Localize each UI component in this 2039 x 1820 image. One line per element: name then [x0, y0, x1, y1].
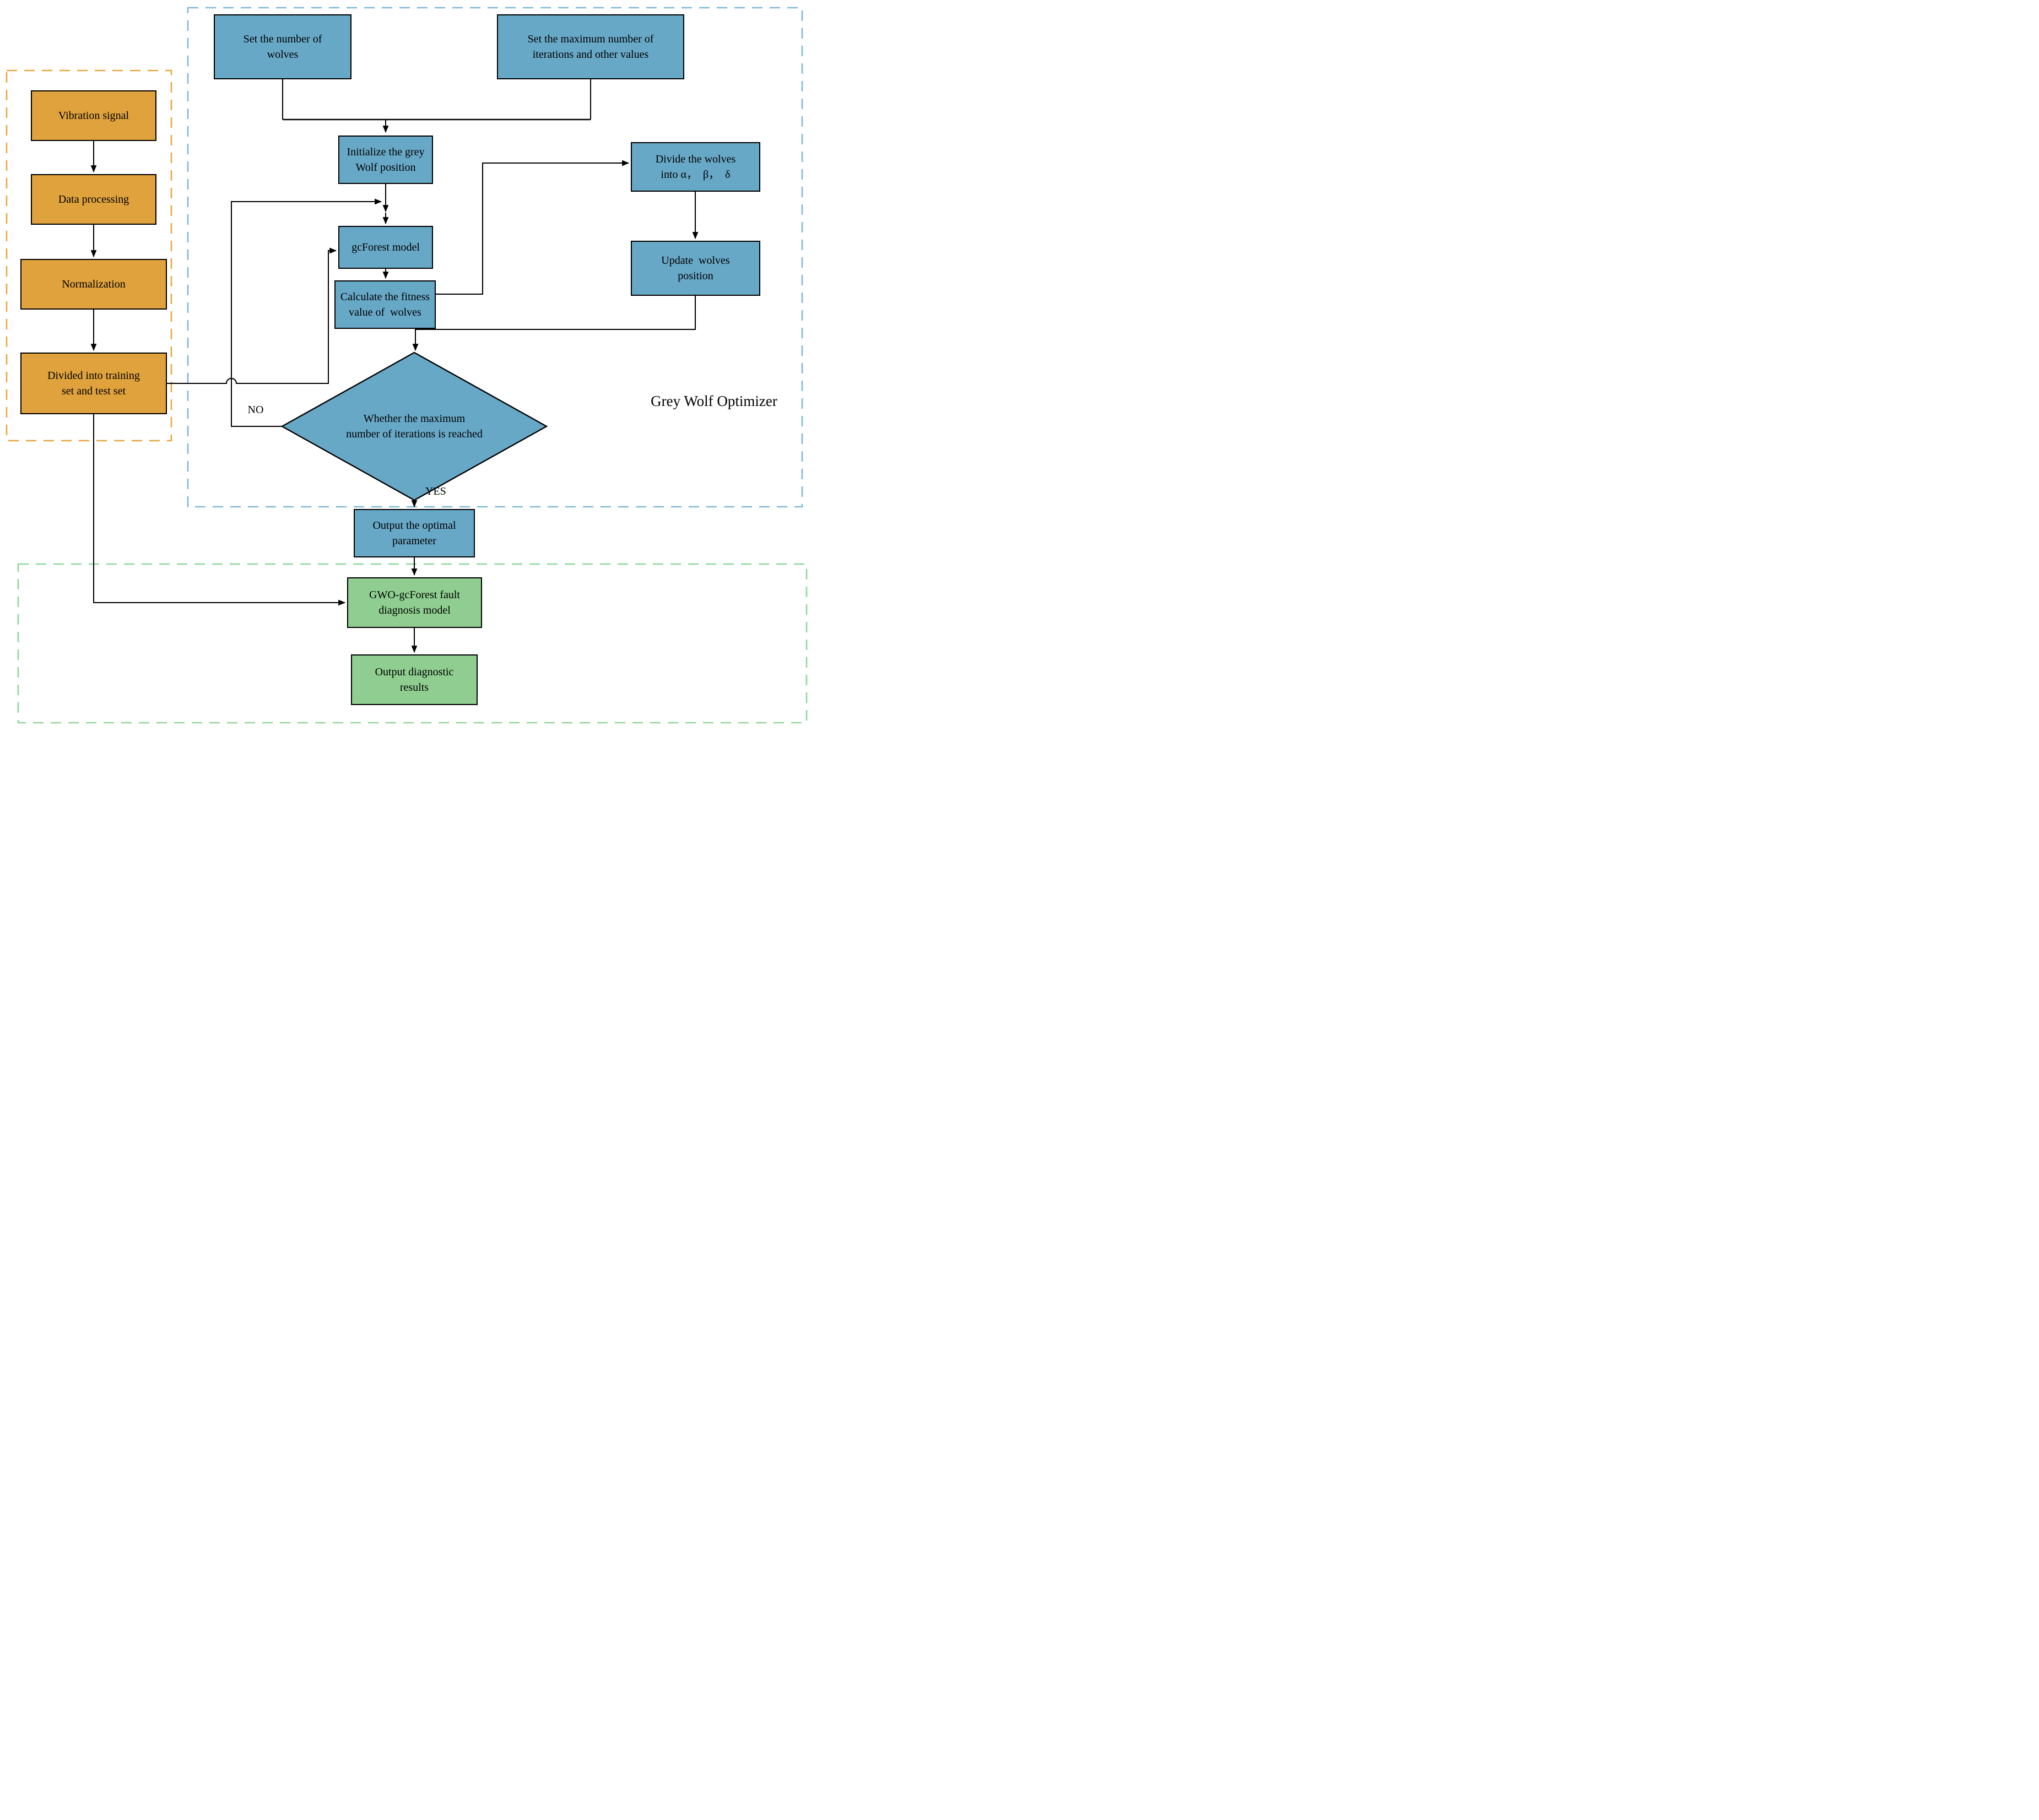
edge-fitness-to-dividewolves — [436, 160, 630, 295]
node-set-max-iterations: Set the maximum number of iterations and… — [497, 14, 684, 79]
flowchart-canvas: Vibration signal Data processing Normali… — [0, 0, 815, 728]
node-set-max-iterations-label: Set the maximum number of iterations and… — [527, 32, 654, 61]
node-output-diagnostic-results: Output diagnostic results — [351, 654, 478, 705]
node-data-processing: Data processing — [31, 174, 156, 225]
node-divided-train-test: Divided into training set and test set — [20, 353, 167, 414]
node-vibration-signal-label: Vibration signal — [58, 109, 129, 122]
node-initialize-wolf-position-label: Initialize the grey Wolf position — [347, 145, 425, 174]
node-decision-max-iterations: Whether the maximum number of iterations… — [298, 396, 531, 457]
grey-wolf-optimizer-region-outline — [187, 7, 803, 508]
node-set-number-of-wolves: Set the number of wolves — [214, 14, 351, 79]
node-gcforest-model-label: gcForest model — [351, 241, 420, 253]
node-gwo-gcforest-model-label: GWO-gcForest fault diagnosis model — [369, 588, 460, 616]
edge-label-yes: YES — [425, 485, 446, 497]
edge-divided-to-gcforest — [167, 247, 337, 384]
node-output-optimal-parameter: Output the optimal parameter — [354, 509, 475, 557]
node-normalization-label: Normalization — [62, 278, 126, 290]
data-prep-region-outline — [6, 69, 172, 442]
node-gwo-gcforest-model: GWO-gcForest fault diagnosis model — [347, 577, 482, 628]
node-gcforest-model: gcForest model — [338, 226, 433, 269]
node-divide-wolves: Divide the wolves into α， β， δ — [631, 142, 760, 192]
diagnosis-region-outline — [17, 563, 808, 724]
node-normalization: Normalization — [20, 259, 167, 310]
region-label-grey-wolf-optimizer: Grey Wolf Optimizer — [651, 393, 777, 409]
edge-divided-to-gwomodel — [93, 414, 346, 606]
node-set-number-of-wolves-label: Set the number of wolves — [243, 32, 322, 61]
node-divided-train-test-label: Divided into training set and test set — [47, 369, 140, 397]
node-calculate-fitness: Calculate the fitness value of wolves — [334, 280, 436, 329]
node-vibration-signal: Vibration signal — [31, 90, 156, 141]
connector-layer — [6, 7, 808, 724]
node-initialize-wolf-position: Initialize the grey Wolf position — [338, 136, 433, 184]
node-update-wolves-position-label: Update wolves position — [661, 254, 730, 282]
node-update-wolves-position: Update wolves position — [631, 241, 760, 296]
edge-update-to-decision — [412, 296, 696, 351]
node-decision-max-iterations-label: Whether the maximum number of iterations… — [346, 412, 483, 440]
edge-label-no: NO — [247, 404, 264, 416]
node-output-optimal-parameter-label: Output the optimal parameter — [372, 519, 456, 547]
node-data-processing-label: Data processing — [58, 193, 129, 205]
edge-no-return-loop — [231, 198, 382, 427]
node-calculate-fitness-label: Calculate the fitness value of wolves — [340, 290, 430, 318]
node-divide-wolves-label: Divide the wolves into α， β， δ — [655, 153, 736, 181]
node-output-diagnostic-results-label: Output diagnostic results — [375, 665, 454, 694]
